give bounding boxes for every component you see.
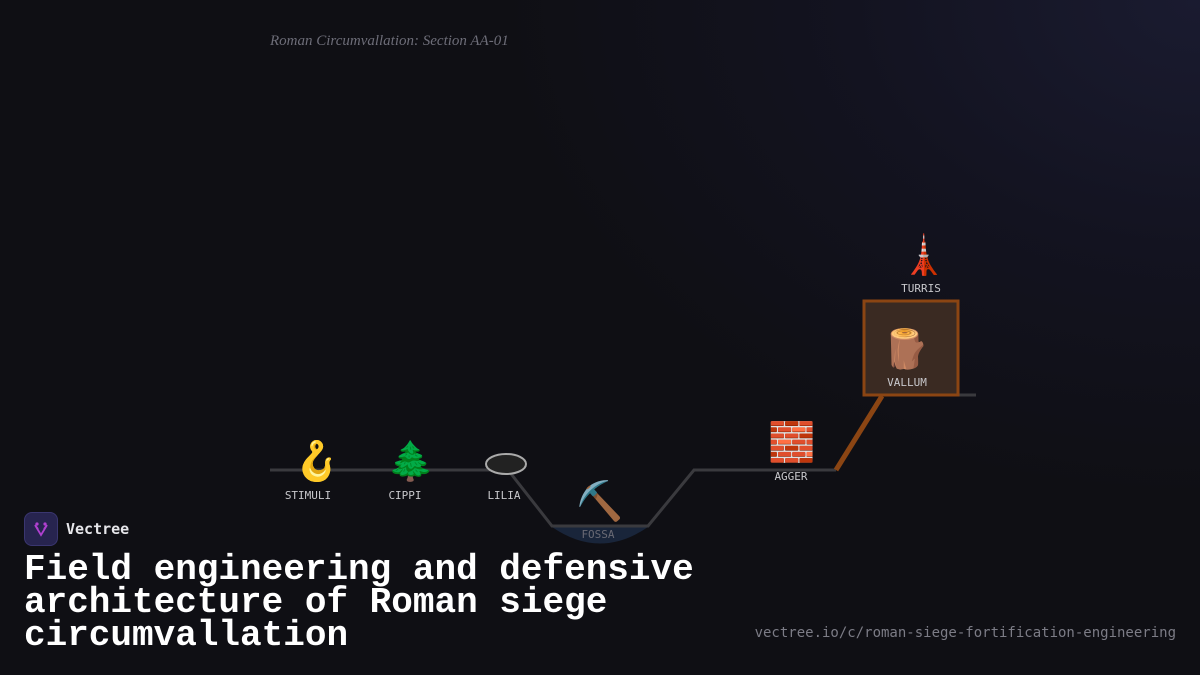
tower-icon: 🗼 (900, 232, 947, 277)
hole-icon (485, 453, 527, 475)
source-url[interactable]: vectree.io/c/roman-siege-fortification-e… (754, 625, 1176, 641)
fossa-water (552, 527, 648, 544)
tree-icon: 🌲 (387, 439, 434, 483)
label-agger: AGGER (774, 470, 807, 483)
rampart-slope (833, 394, 885, 472)
log-icon: 🪵 (882, 327, 929, 371)
page-title: Field engineering and defensive architec… (24, 549, 694, 656)
label-lilia: LILIA (487, 489, 520, 502)
vectree-logo-icon (24, 512, 58, 546)
label-cippi: CIPPI (388, 489, 421, 502)
diagram-caption: Roman Circumvallation: Section AA-01 (270, 33, 509, 49)
vallum-box (862, 299, 960, 397)
label-fossa: FOSSA (581, 528, 614, 541)
label-vallum: VALLUM (887, 376, 927, 389)
brick-icon: 🧱 (768, 420, 815, 464)
label-stimuli: STIMULI (285, 489, 331, 502)
brand-name: Vectree (66, 520, 130, 538)
brand: Vectree (24, 512, 129, 546)
ground-profile (270, 468, 836, 528)
pickaxe-icon: ⛏️ (576, 479, 623, 523)
label-turris: TURRIS (901, 282, 941, 295)
hook-icon: 🪝 (293, 439, 340, 484)
